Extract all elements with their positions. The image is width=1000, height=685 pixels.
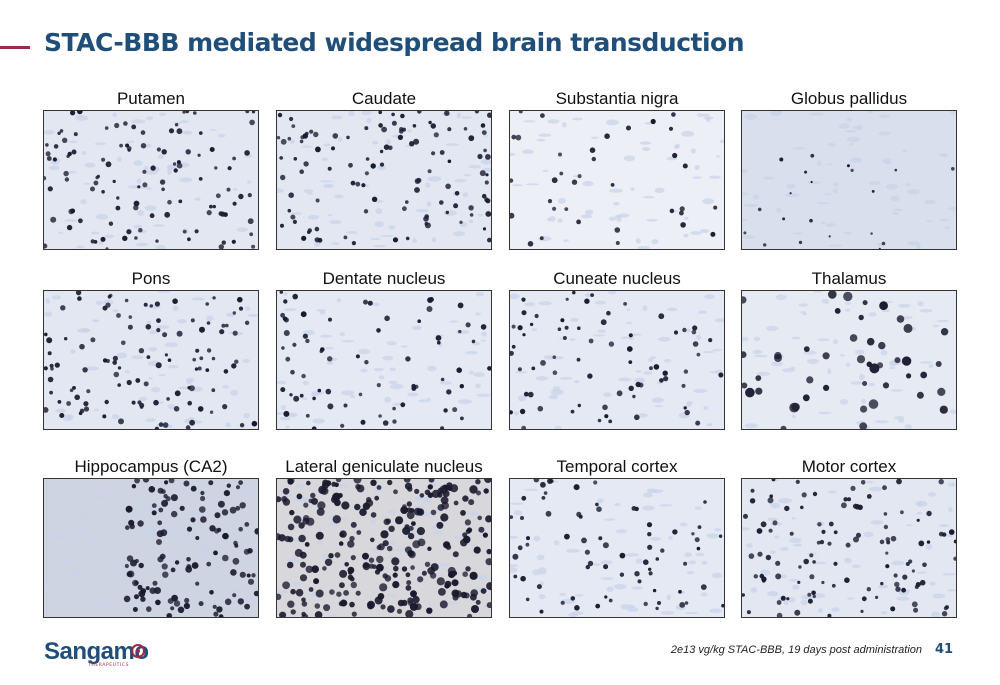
histology-image [509, 290, 725, 430]
histology-image-icon [510, 111, 724, 249]
panel-label: Motor cortex [801, 457, 897, 476]
panel-label: Substantia nigra [555, 89, 679, 108]
histology-panel: Motor cortex [741, 456, 957, 618]
company-logo: Sangamo THERAPEUTICS [44, 638, 154, 672]
histology-image-icon [742, 111, 956, 249]
panel-label: Caudate [351, 89, 417, 108]
page-title: STAC-BBB mediated widespread brain trans… [44, 28, 745, 57]
histology-image [741, 478, 957, 618]
histology-panel: Hippocampus (CA2) [43, 456, 259, 618]
panel-label: Thalamus [811, 269, 887, 288]
histology-panel: Globus pallidus [741, 88, 957, 250]
histology-panel: Substantia nigra [509, 88, 725, 250]
sangamo-logo-icon [131, 644, 145, 658]
histology-panel: Temporal cortex [509, 456, 725, 618]
logo-subtitle: THERAPEUTICS [88, 663, 130, 668]
histology-panel: Dentate nucleus [276, 268, 492, 430]
histology-image [276, 290, 492, 430]
histology-panel: Pons [43, 268, 259, 430]
histology-image [43, 110, 259, 250]
histology-image-icon [742, 479, 956, 617]
title-accent-bar [0, 46, 30, 49]
panel-label: Hippocampus (CA2) [74, 457, 228, 476]
histology-image-icon [44, 291, 258, 429]
panel-label: Putamen [116, 89, 186, 108]
histology-panel: Cuneate nucleus [509, 268, 725, 430]
histology-image [741, 290, 957, 430]
histology-image [276, 478, 492, 618]
histology-image [509, 478, 725, 618]
histology-panel: Thalamus [741, 268, 957, 430]
histology-image [741, 110, 957, 250]
histology-panel: Caudate [276, 88, 492, 250]
histology-image [43, 478, 259, 618]
page-number: 41 [935, 642, 954, 657]
histology-image-icon [277, 111, 491, 249]
panel-label: Pons [131, 269, 171, 288]
histology-image-icon [44, 111, 258, 249]
panel-label: Temporal cortex [556, 457, 678, 476]
histology-image [276, 110, 492, 250]
panel-label: Dentate nucleus [322, 269, 446, 288]
histology-image [509, 110, 725, 250]
histology-image-icon [277, 291, 491, 429]
histology-panel: Lateral geniculate nucleus [276, 456, 492, 618]
histology-panel: Putamen [43, 88, 259, 250]
histology-image-icon [277, 479, 491, 617]
panel-label: Globus pallidus [790, 89, 908, 108]
footnote: 2e13 vg/kg STAC-BBB, 19 days post admini… [670, 644, 922, 656]
panel-label: Cuneate nucleus [553, 269, 681, 288]
histology-image-icon [44, 479, 258, 617]
histology-image-icon [510, 291, 724, 429]
histology-image-icon [510, 479, 724, 617]
histology-image [43, 290, 259, 430]
panel-label: Lateral geniculate nucleus [285, 457, 483, 476]
histology-image-icon [742, 291, 956, 429]
